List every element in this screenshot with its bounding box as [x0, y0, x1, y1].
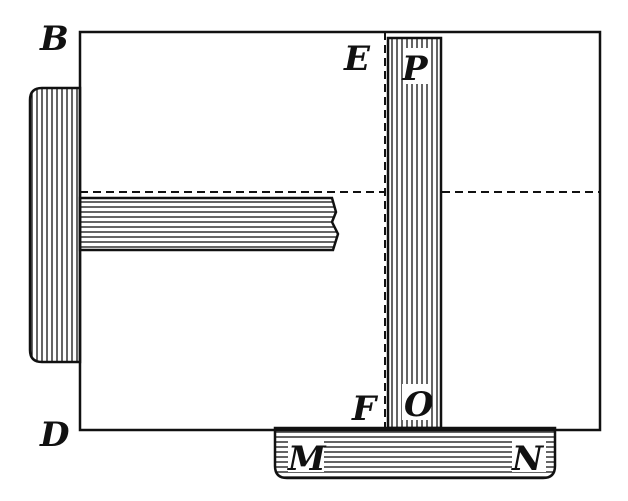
- label-N: N: [511, 439, 545, 479]
- horizontal-blade: [78, 196, 340, 252]
- label-B: B: [39, 19, 69, 59]
- label-bg-P: [404, 48, 430, 84]
- bottom-square-head: [273, 426, 557, 480]
- vertical-blade-PO: [386, 36, 443, 430]
- label-O: O: [404, 385, 434, 425]
- label-bg-N: [512, 440, 546, 472]
- label-bg-O: [402, 384, 428, 420]
- label-P: P: [401, 49, 429, 89]
- label-E: E: [343, 39, 371, 79]
- label-F: F: [351, 389, 379, 429]
- label-M: M: [287, 439, 327, 479]
- left-square-head: [28, 86, 82, 364]
- label-bg-M: [288, 440, 324, 472]
- label-D: D: [39, 415, 70, 455]
